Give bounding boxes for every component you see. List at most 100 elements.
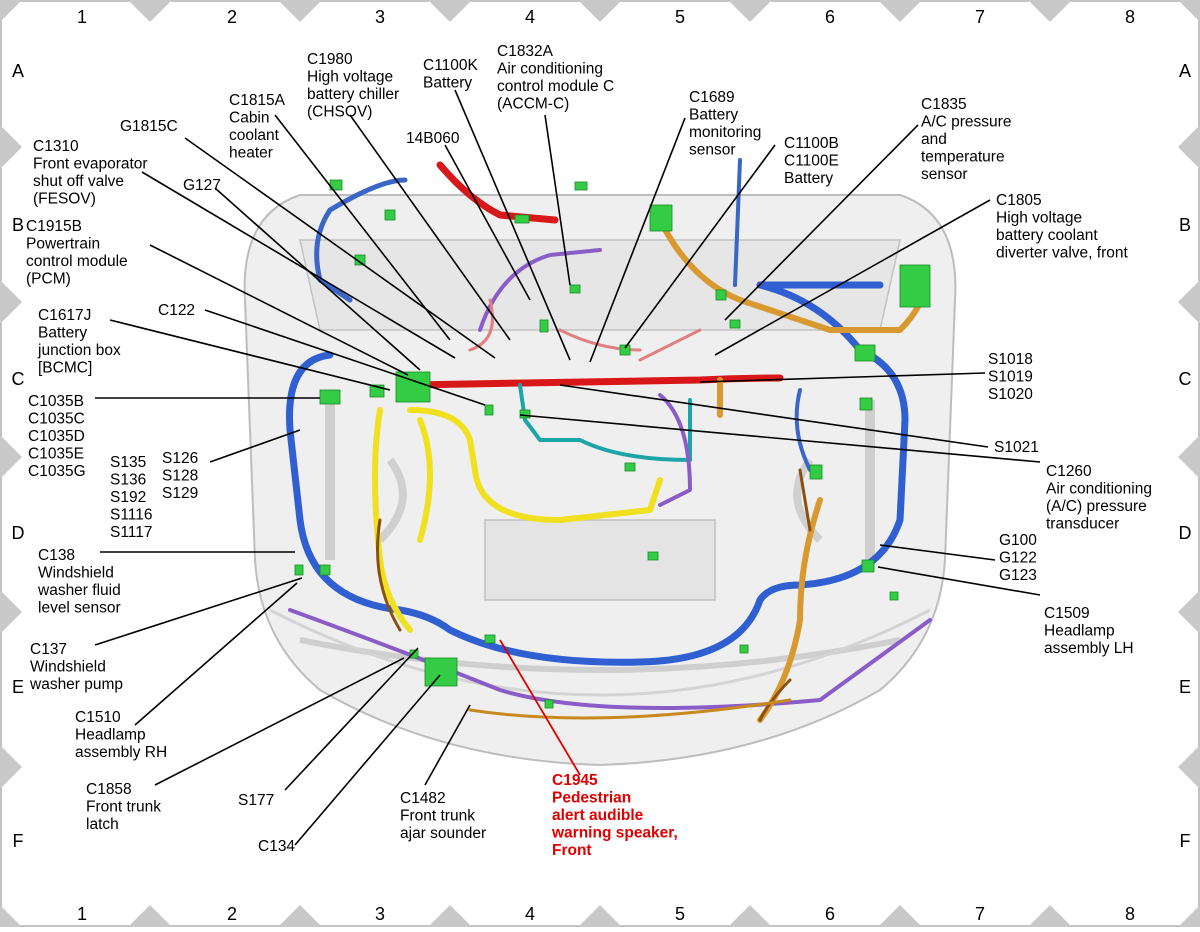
callout-line: A/C pressure xyxy=(921,114,1011,131)
callout-line: coolant xyxy=(229,127,280,144)
grid-column-label-top: 1 xyxy=(77,7,87,27)
callout-line: latch xyxy=(86,816,119,833)
callout-line: G123 xyxy=(999,567,1037,584)
grid-row-label-left: E xyxy=(12,677,24,697)
callout-line: Front trunk xyxy=(400,808,475,825)
callout-line: assembly RH xyxy=(75,744,167,761)
grid-column-label-top: 4 xyxy=(525,7,535,27)
callout-line: transducer xyxy=(1046,516,1119,533)
callout-line: C1310 xyxy=(33,138,79,155)
grid-row-label-right: B xyxy=(1179,215,1191,235)
callout-line: Air conditioning xyxy=(1046,481,1152,498)
grid-column-label-bottom: 5 xyxy=(675,904,685,924)
grid-column-label-bottom: 4 xyxy=(525,904,535,924)
callout-line: C134 xyxy=(258,838,295,855)
grid-row-label-left: A xyxy=(12,61,24,81)
callout-line: Windshield xyxy=(38,565,114,582)
callout-line: C1945 xyxy=(552,772,598,789)
callout-line: C1617J xyxy=(38,307,91,324)
callout-line: Battery xyxy=(784,170,833,187)
callout-line: Headlamp xyxy=(1044,623,1115,640)
callout-line: level sensor xyxy=(38,600,121,617)
grid-row-label-right: A xyxy=(1179,61,1191,81)
callout-line: and xyxy=(921,131,947,148)
callout-c122: C122 xyxy=(158,302,195,319)
callout-line: C1689 xyxy=(689,89,735,106)
grid-column-label-top: 5 xyxy=(675,7,685,27)
callout-line: alert audible xyxy=(552,807,644,824)
grid-row-label-right: C xyxy=(1179,369,1192,389)
callout-line: C1815A xyxy=(229,92,286,109)
grid-row-label-left: D xyxy=(12,523,25,543)
callout-line: S135 xyxy=(110,454,146,471)
harness-pink xyxy=(468,298,702,362)
callout-line: S1020 xyxy=(988,386,1033,403)
callout-line: Front trunk xyxy=(86,799,161,816)
callout-line: Powertrain xyxy=(26,236,100,253)
callout-line: Front xyxy=(552,842,592,859)
callout-line: C1510 xyxy=(75,709,121,726)
callout-line: S129 xyxy=(162,485,198,502)
callout-s1021: S1021 xyxy=(994,439,1039,456)
grid-column-label-bottom: 8 xyxy=(1125,904,1135,924)
callout-line: S1021 xyxy=(994,439,1039,456)
grid-column-label-bottom: 6 xyxy=(825,904,835,924)
callout-line: S1116 xyxy=(110,507,153,524)
callout-line: S136 xyxy=(110,472,146,489)
callout-line: C1100E xyxy=(784,153,839,170)
callout-line: Battery xyxy=(38,325,87,342)
callout-line: C1100B xyxy=(784,135,839,152)
callout-line: C1035B xyxy=(28,393,84,410)
callout-line: 14B060 xyxy=(406,130,460,147)
grid-row-label-left: C xyxy=(12,369,25,389)
harness-blue-upper xyxy=(314,177,408,303)
callout-line: C1805 xyxy=(996,192,1042,209)
callout-line: washer fluid xyxy=(37,582,121,599)
callout-line: S192 xyxy=(110,489,146,506)
callout-line: Pedestrian xyxy=(552,790,631,807)
callout-line: C1915B xyxy=(26,218,82,235)
callout-line: S126 xyxy=(162,450,198,467)
callout-line: Front evaporator xyxy=(33,156,148,173)
grid-column-label-top: 3 xyxy=(375,7,385,27)
callout-line: S1019 xyxy=(988,369,1033,386)
callout-s177: S177 xyxy=(238,792,274,809)
callout-line: battery coolant xyxy=(996,227,1098,244)
callout-line: (ACCM-C) xyxy=(497,96,569,113)
callout-line: (PCM) xyxy=(26,271,71,288)
harness-brown xyxy=(376,468,812,722)
grid-column-label-top: 6 xyxy=(825,7,835,27)
grid-column-label-bottom: 3 xyxy=(375,904,385,924)
grid-row-label-right: F xyxy=(1180,831,1191,851)
callout-line: sensor xyxy=(921,166,968,183)
vehicle-body xyxy=(243,194,957,767)
callout-line: (A/C) pressure xyxy=(1046,498,1147,515)
grid-column-label-bottom: 7 xyxy=(975,904,985,924)
leader-line-c1945 xyxy=(499,639,581,776)
callout-line: C1980 xyxy=(307,51,353,68)
callout-b14b060: 14B060 xyxy=(406,130,460,147)
harness-purple xyxy=(288,248,932,710)
callout-line: Battery xyxy=(423,75,472,92)
callout-line: C1100K xyxy=(423,57,479,74)
callout-line: G1815C xyxy=(120,118,178,135)
callout-line: S177 xyxy=(238,792,274,809)
harness-blue-right xyxy=(733,158,812,472)
